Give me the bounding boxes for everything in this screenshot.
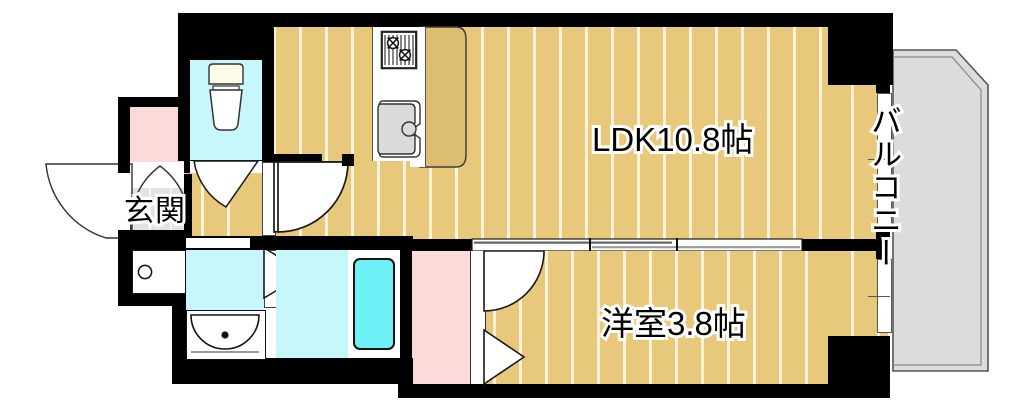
hall-door2-swing — [277, 161, 350, 234]
wall-wet-bottom — [172, 358, 413, 384]
bedroom-door-swing — [483, 250, 546, 313]
balcony-label-outline: バルコニー — [863, 102, 904, 273]
toilet-fixture-icon — [207, 62, 245, 132]
wall-top-main — [178, 13, 893, 27]
balcony-label: バルコニー — [866, 105, 901, 270]
ldk-label-outline: LDK10.8帖 — [589, 118, 756, 161]
kitchen-counter-rounded — [419, 26, 468, 168]
wall-bedroom-bottom — [410, 384, 890, 398]
hall-wet-reveal — [186, 238, 264, 248]
wall-wet-bottom-left — [172, 292, 186, 384]
wall-toilet-right — [262, 60, 274, 161]
wall-entrance-bottom — [118, 230, 190, 238]
entrance-label: 玄関 — [124, 195, 186, 228]
entrance-label-outline: 玄関 — [121, 192, 188, 231]
wall-ldk-left-lower — [342, 154, 354, 166]
wall-entrance-right — [184, 174, 192, 236]
balcony-area — [892, 45, 1009, 375]
entrance-door-swing[interactable] — [44, 163, 134, 240]
wall-wet-left — [118, 236, 132, 306]
gas-stove-icon — [380, 30, 418, 70]
bedroom-closet-folding-door[interactable] — [483, 328, 528, 386]
bedroom-label-outline: 洋室3.8帖 — [598, 302, 749, 345]
wall-hall-left-edge — [118, 97, 130, 173]
bedroom-closet[interactable] — [412, 251, 470, 384]
bedroom-label: 洋室3.8帖 — [601, 305, 746, 342]
wall-toilet-top-blk — [178, 13, 274, 60]
sliding-partition-ldk-bedroom[interactable] — [471, 238, 803, 252]
shoe-closet[interactable] — [130, 104, 184, 162]
wall-toilet-left — [178, 60, 190, 161]
wall-bedroom-right-lower — [828, 336, 890, 398]
wall-right-bed-top — [876, 251, 890, 259]
window-ldk-mullion — [868, 159, 890, 161]
wall-right-ldk-bottom — [876, 227, 890, 240]
toilet-door-swing — [192, 160, 260, 209]
entrance-step — [130, 174, 190, 188]
ldk-label: LDK10.8帖 — [592, 121, 754, 158]
wall-top-right-thick — [828, 13, 893, 85]
washer-drain-icon — [137, 264, 153, 280]
wall-wet-left-lower — [118, 292, 186, 306]
washbasin-icon — [190, 313, 260, 355]
wall-hall-left-top — [118, 97, 190, 107]
wall-hall-bottom-strip — [250, 236, 413, 250]
bathtub-icon — [353, 258, 395, 350]
window-bedroom-mullion — [868, 296, 890, 298]
bedroom-door-panel[interactable] — [470, 251, 486, 384]
wall-right-ldk — [876, 85, 890, 93]
kitchen-sink-icon — [377, 98, 422, 160]
